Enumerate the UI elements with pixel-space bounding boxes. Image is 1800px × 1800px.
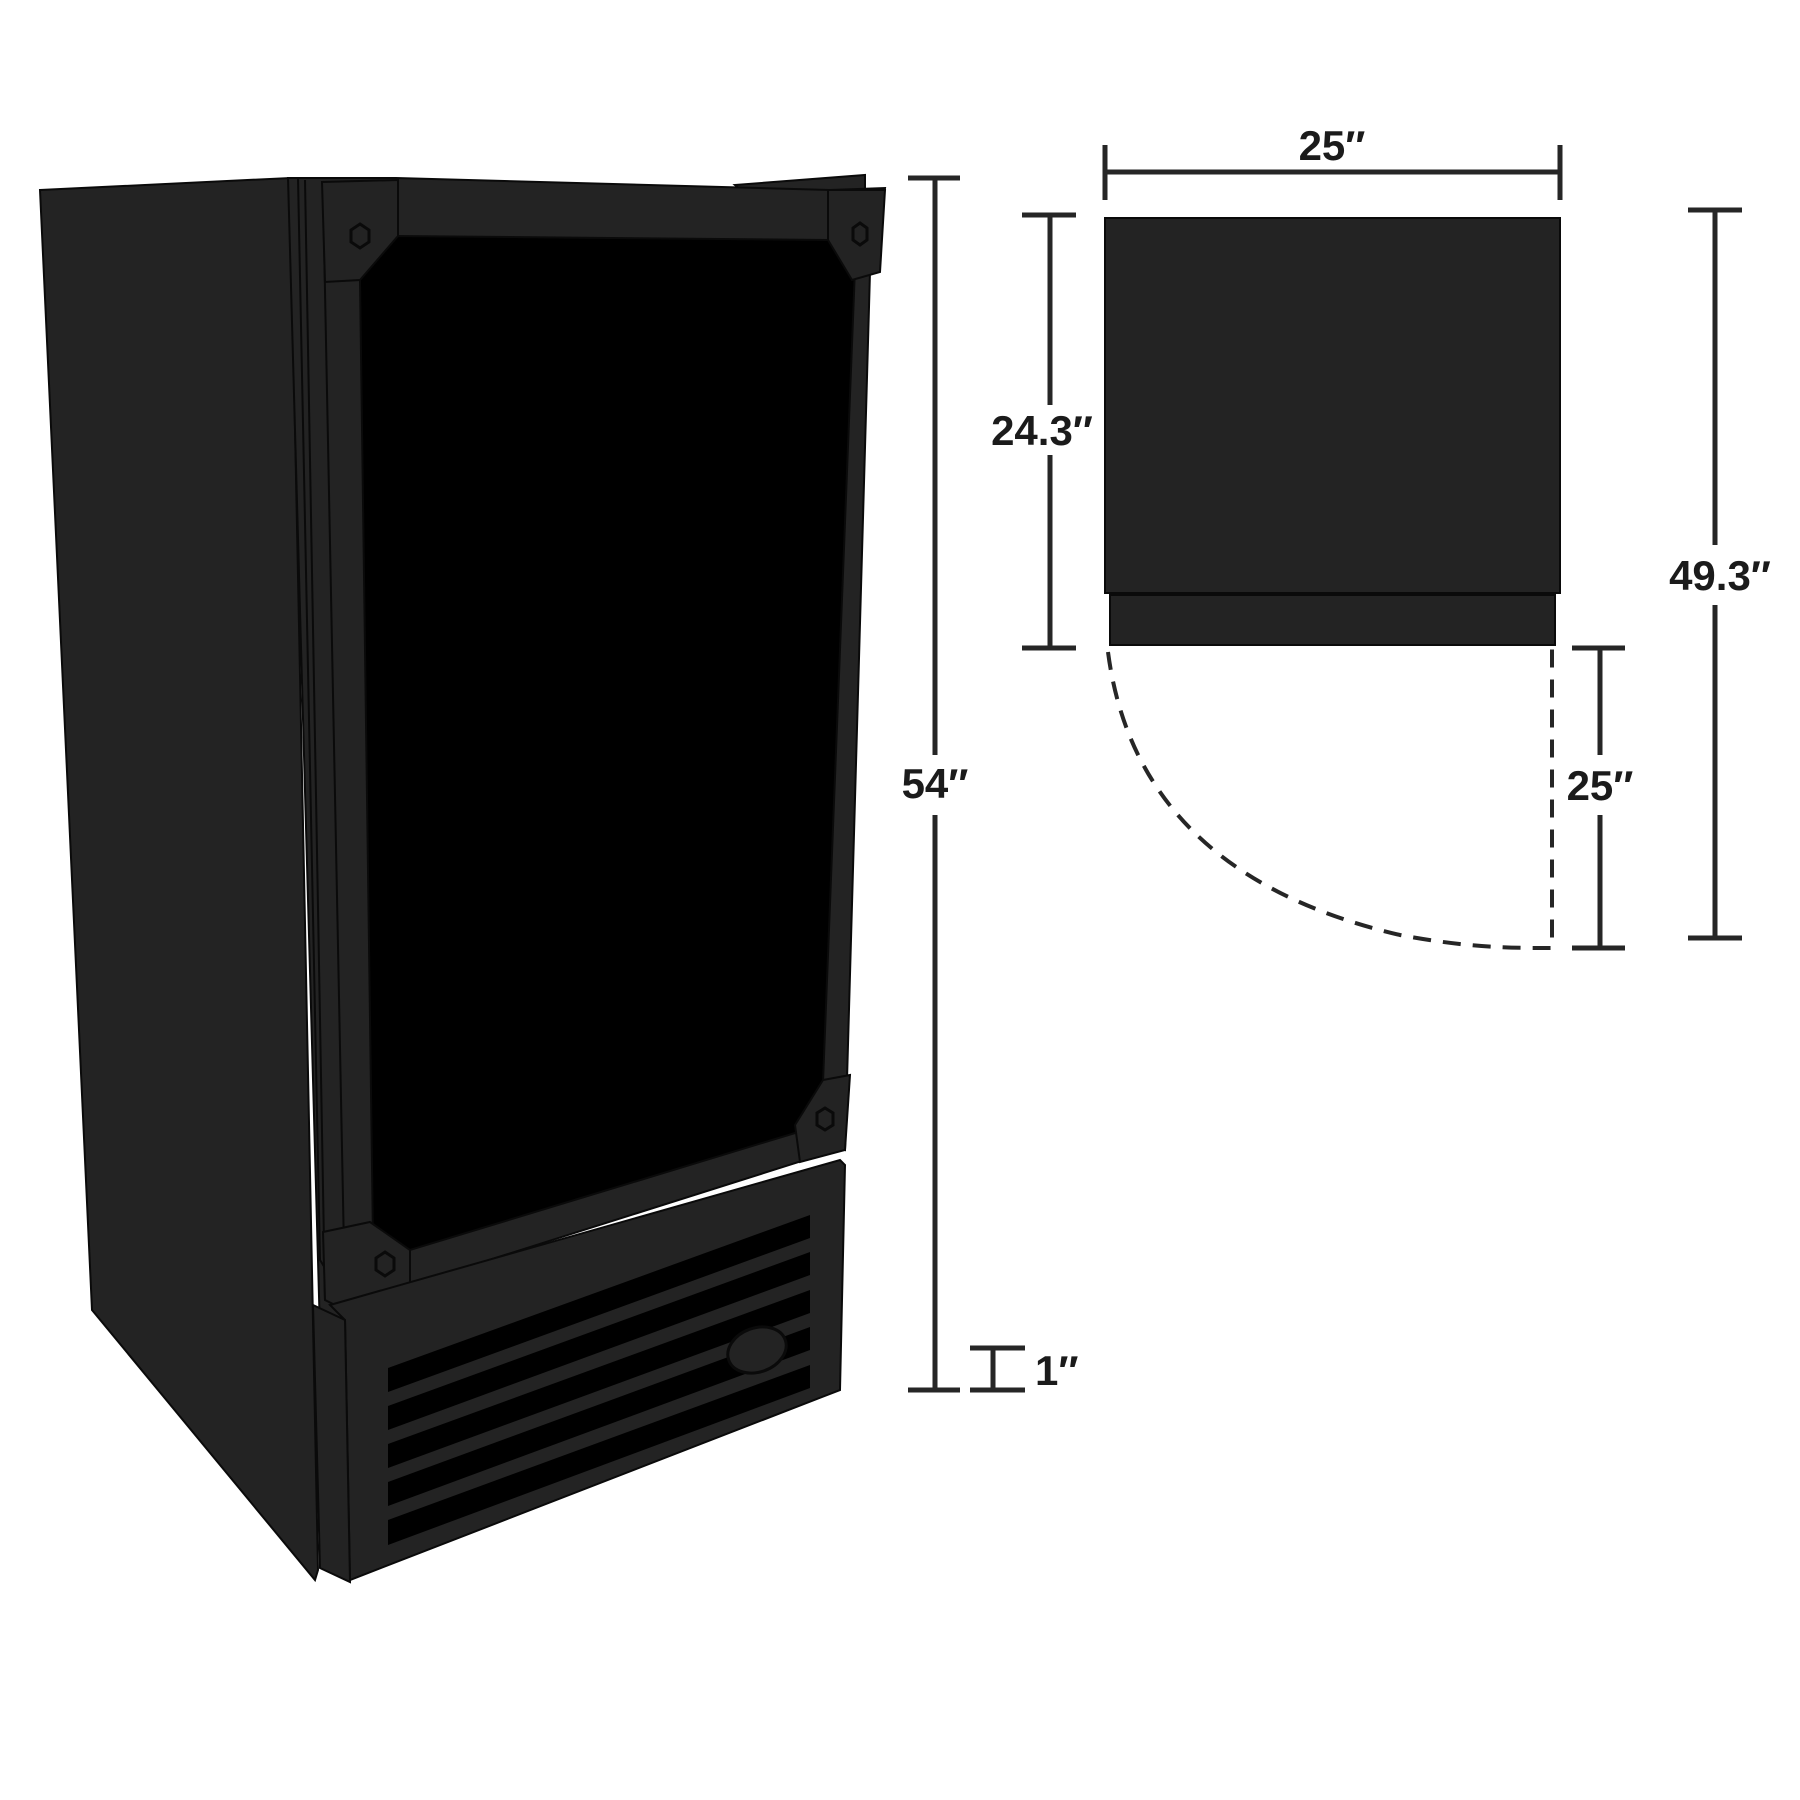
top-view-diagram xyxy=(1104,217,1561,951)
hex-bolt-icon xyxy=(374,1250,396,1278)
door-swing-label: 25″ xyxy=(1567,762,1634,809)
corner-bracket-top-left xyxy=(320,178,399,284)
dimension-top-width: 25″ xyxy=(1102,122,1563,200)
corner-bracket-bottom-right xyxy=(793,1073,852,1164)
dimension-leg-height: 1″ xyxy=(970,1345,1078,1394)
dimension-door-swing: 25″ xyxy=(1567,645,1634,951)
dimension-cabinet-depth: 24.3″ xyxy=(991,212,1093,651)
overall-height-label: 54″ xyxy=(902,760,969,807)
hex-bolt-icon xyxy=(815,1106,835,1132)
grille-vents xyxy=(388,1215,810,1545)
door-hinge-line xyxy=(304,179,326,1301)
cabinet-top-view xyxy=(1104,217,1561,594)
dimension-total-depth: 49.3″ xyxy=(1669,207,1771,941)
total-depth-label: 49.3″ xyxy=(1669,552,1771,599)
cabinet-side-panel xyxy=(38,176,320,1583)
top-width-label: 25″ xyxy=(1299,122,1366,169)
grille-panel-side xyxy=(311,1303,352,1584)
logo-badge xyxy=(726,1325,788,1375)
door-swing-arc xyxy=(1106,648,1554,951)
leg-height-label: 1″ xyxy=(1035,1347,1078,1394)
corner-bracket-top-right xyxy=(827,189,887,282)
appliance-illustration xyxy=(38,173,887,1584)
hex-bolt-icon xyxy=(851,221,869,247)
door-top-view xyxy=(1109,594,1556,646)
cabinet-depth-label: 24.3″ xyxy=(991,407,1093,454)
door-glass-panel xyxy=(360,236,855,1250)
dimension-overall-height: 54″ xyxy=(902,175,969,1393)
door-frame-left-line xyxy=(322,189,346,1301)
hex-bolt-icon xyxy=(349,222,371,250)
